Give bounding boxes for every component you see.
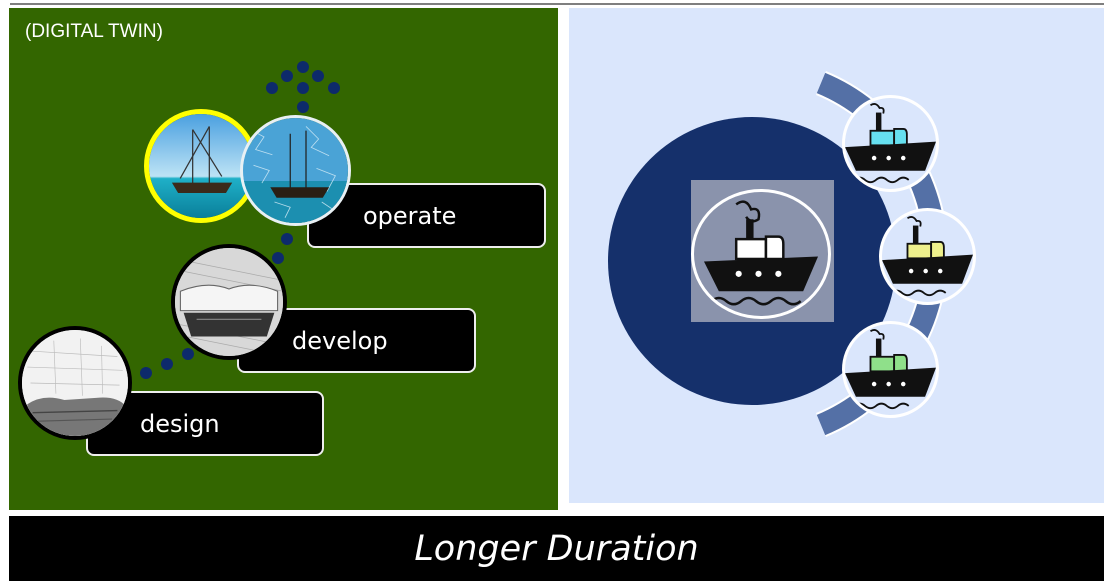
- top-divider: [10, 3, 1104, 5]
- stage-label-text: design: [140, 409, 220, 438]
- textured-tallship-photo: [240, 115, 351, 226]
- footer-text: Longer Duration: [414, 528, 699, 569]
- path-dot: [140, 367, 152, 379]
- ship-icon: [691, 189, 831, 319]
- digital-twin-panel: (DIGITAL TWIN) design develop operate: [9, 8, 558, 510]
- sketch-ship-photo: [18, 326, 132, 440]
- main-ship-thumbnail: [691, 180, 834, 322]
- path-dot: [281, 70, 293, 82]
- path-dot: [161, 358, 173, 370]
- path-dot: [297, 82, 309, 94]
- stage-label-text: operate: [363, 201, 457, 230]
- footer-bar: Longer Duration: [9, 516, 1104, 581]
- path-dot: [281, 233, 293, 245]
- path-dot: [328, 82, 340, 94]
- ship-fleet-panel: [569, 8, 1104, 503]
- stage-label-operate: operate: [307, 183, 546, 248]
- ship-icon: [879, 208, 976, 305]
- pencil-ship-photo: [171, 244, 287, 360]
- path-dot: [312, 70, 324, 82]
- ship-icon: [842, 321, 939, 418]
- path-dot: [297, 101, 309, 113]
- panel-title: (DIGITAL TWIN): [25, 21, 163, 42]
- fleet-arc: [816, 70, 949, 438]
- path-dot: [297, 61, 309, 73]
- path-dot: [182, 348, 194, 360]
- dotted-path: [140, 61, 340, 379]
- path-dot: [272, 252, 284, 264]
- stage-label-text: develop: [292, 326, 388, 355]
- ship-icon: [842, 95, 939, 192]
- path-dot: [266, 82, 278, 94]
